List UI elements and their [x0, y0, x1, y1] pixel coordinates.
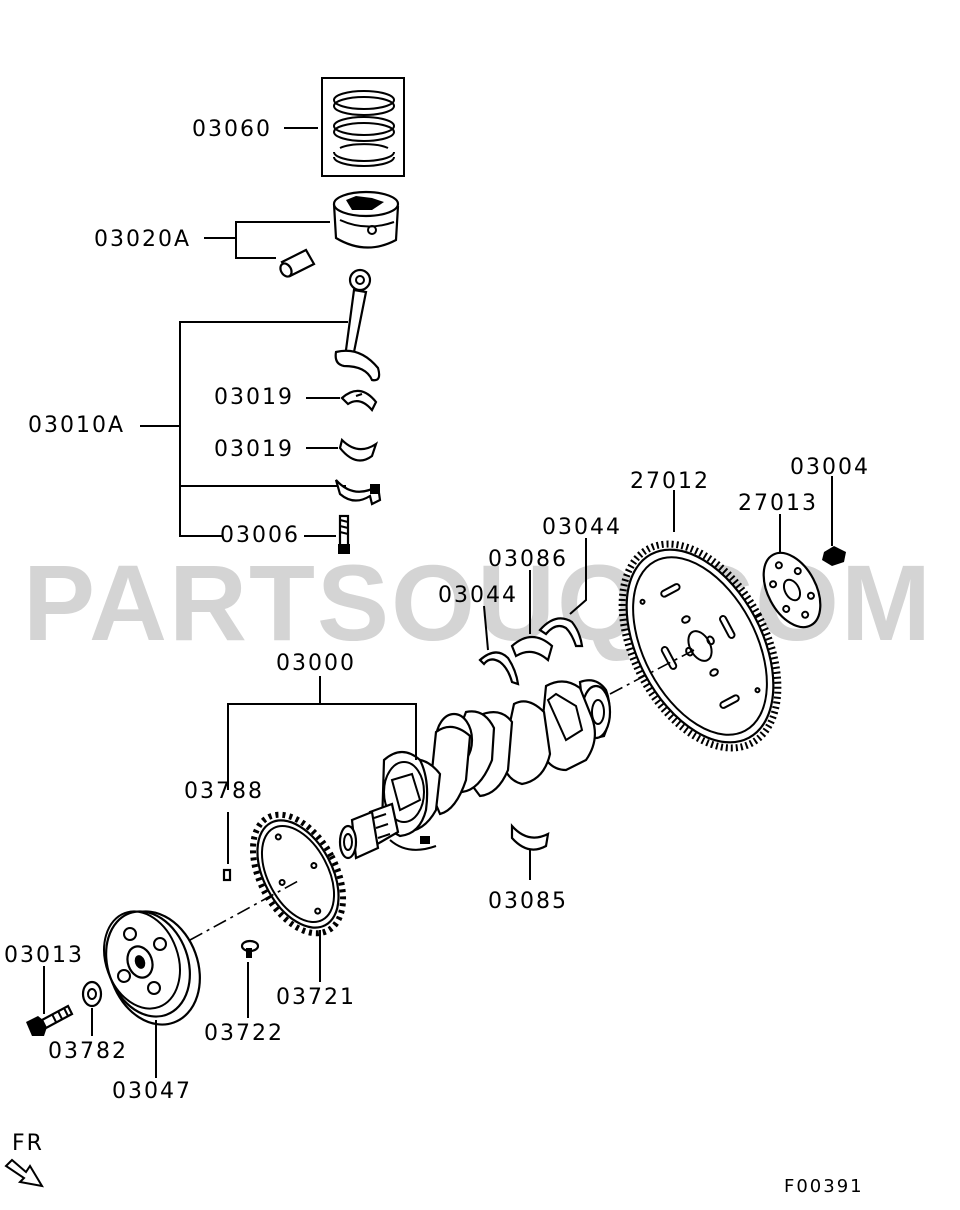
- crank-sprocket[interactable]: [234, 800, 361, 949]
- bearing-shell-upper[interactable]: [340, 389, 378, 412]
- flywheel-bolt[interactable]: [822, 546, 846, 566]
- pulley-washer[interactable]: [81, 980, 103, 1008]
- label-crankshaft-assy: 03000: [276, 651, 356, 676]
- front-direction-arrow-icon: [4, 1158, 44, 1188]
- piston[interactable]: [332, 190, 400, 249]
- label-washer: 03782: [48, 1039, 128, 1064]
- crankshaft[interactable]: [338, 649, 695, 860]
- label-key: 03788: [184, 779, 264, 804]
- label-plate: 27013: [738, 491, 818, 516]
- label-conrod-set: 03010A: [28, 413, 125, 438]
- label-bearing-lower: 03019: [214, 437, 294, 462]
- label-flywheel: 27012: [630, 469, 710, 494]
- adapter-plate[interactable]: [752, 543, 832, 636]
- main-bearing-lower[interactable]: [510, 823, 550, 851]
- pulley-bolt[interactable]: [26, 1004, 74, 1036]
- connecting-rod[interactable]: [334, 268, 381, 382]
- label-conrod-bolt: 03006: [220, 523, 300, 548]
- label-thrust-right: 03044: [542, 515, 622, 540]
- piston-pin[interactable]: [278, 248, 316, 279]
- thrust-washer-right[interactable]: [538, 617, 584, 648]
- figure-code: F00391: [784, 1176, 864, 1197]
- label-bearing-upper: 03019: [214, 385, 294, 410]
- label-pulley-bolt: 03013: [4, 943, 84, 968]
- connecting-rod-cap[interactable]: [334, 479, 382, 506]
- label-sprocket-screw: 03722: [204, 1021, 284, 1046]
- crank-key[interactable]: [222, 868, 232, 882]
- label-piston: 03020A: [94, 227, 191, 252]
- label-main-bearing-upper: 03086: [488, 547, 568, 572]
- bearing-shell-lower[interactable]: [338, 437, 379, 462]
- conrod-bolt[interactable]: [338, 514, 350, 554]
- label-sprocket: 03721: [276, 985, 356, 1010]
- label-flywheel-bolt: 03004: [790, 455, 870, 480]
- thrust-washer-left[interactable]: [478, 651, 520, 686]
- sprocket-screw[interactable]: [240, 939, 260, 958]
- label-pulley: 03047: [112, 1079, 192, 1104]
- label-thrust-left: 03044: [438, 583, 518, 608]
- label-main-bearing-lower: 03085: [488, 889, 568, 914]
- crank-pulley[interactable]: [91, 898, 215, 1037]
- direction-label: FR: [12, 1131, 44, 1156]
- piston-rings[interactable]: [321, 77, 405, 177]
- main-bearing-upper[interactable]: [510, 635, 554, 662]
- label-rings: 03060: [192, 117, 272, 142]
